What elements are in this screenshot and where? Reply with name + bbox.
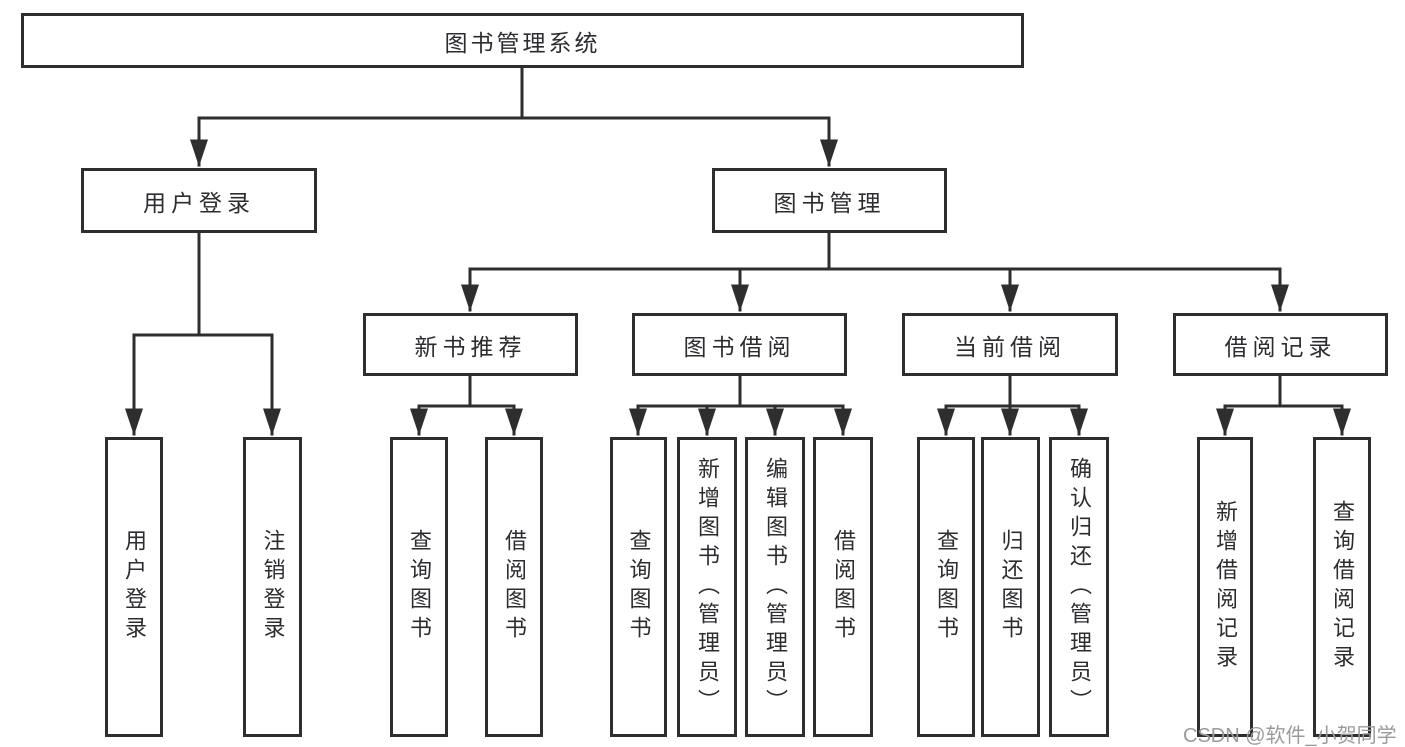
leaf-query-borrow-record-label: 查询借阅记录 [1330, 500, 1355, 674]
leaf-new-books-borrow: 借阅图书 [485, 437, 543, 737]
node-borrow-records: 借阅记录 [1173, 313, 1388, 376]
leaf-current-borrow-query-label: 查询图书 [934, 529, 959, 645]
leaf-logout-label: 注销登录 [260, 529, 286, 645]
node-book-management-label: 图书管理 [773, 189, 886, 216]
node-new-book-recommend-label: 新书推荐 [414, 333, 527, 360]
connector-book-borrow-children [629, 374, 852, 436]
leaf-add-book-admin-label: 新增图书（管理员） [695, 456, 720, 718]
leaf-new-books-query-label: 查询图书 [407, 529, 432, 645]
leaf-user-login-label: 用户登录 [122, 529, 147, 645]
node-current-borrow: 当前借阅 [902, 313, 1118, 376]
leaf-confirm-return-admin: 确认归还（管理员） [1049, 437, 1109, 737]
leaf-current-borrow-query: 查询图书 [917, 437, 975, 737]
node-book-management: 图书管理 [712, 168, 947, 233]
node-book-borrow: 图书借阅 [632, 313, 847, 376]
node-root-label: 图书管理系统 [444, 29, 601, 56]
node-current-borrow-label: 当前借阅 [954, 333, 1066, 360]
leaf-logout: 注销登录 [243, 437, 302, 737]
leaf-book-borrow-borrow-label: 借阅图书 [831, 529, 856, 645]
node-root: 图书管理系统 [21, 13, 1024, 68]
leaf-edit-book-admin: 编辑图书（管理员） [745, 437, 805, 737]
leaf-add-book-admin: 新增图书（管理员） [677, 437, 737, 737]
node-user-login-label: 用户登录 [143, 189, 255, 216]
leaf-add-borrow-record: 新增借阅记录 [1197, 437, 1253, 737]
connector-current-borrow-children [937, 374, 1088, 436]
csdn-watermark: CSDN @软件_小贺同学 [1183, 725, 1397, 747]
node-book-borrow-label: 图书借阅 [683, 333, 796, 360]
node-new-book-recommend: 新书推荐 [363, 313, 578, 376]
leaf-user-login: 用户登录 [105, 437, 163, 737]
connector-book-management-children [461, 231, 1289, 312]
node-user-login: 用户登录 [81, 168, 317, 233]
connector-new-book-recommend-children [410, 374, 523, 436]
leaf-new-books-query: 查询图书 [390, 437, 448, 737]
node-borrow-records-label: 借阅记录 [1224, 333, 1337, 360]
leaf-return-book: 归还图书 [981, 437, 1040, 737]
leaf-book-borrow-borrow: 借阅图书 [813, 437, 873, 737]
leaf-return-book-label: 归还图书 [998, 529, 1024, 645]
leaf-book-borrow-query: 查询图书 [610, 437, 667, 737]
leaf-confirm-return-admin-label: 确认归还（管理员） [1067, 456, 1092, 718]
leaf-new-books-borrow-label: 借阅图书 [502, 529, 527, 645]
connector-user-login-children [125, 231, 281, 436]
connector-borrow-records-children [1216, 374, 1351, 436]
leaf-edit-book-admin-label: 编辑图书（管理员） [763, 456, 788, 718]
leaf-query-borrow-record: 查询借阅记录 [1313, 437, 1371, 737]
leaf-add-borrow-record-label: 新增借阅记录 [1213, 500, 1238, 674]
connector-root-to-level2 [190, 66, 838, 167]
leaf-book-borrow-query-label: 查询图书 [626, 529, 652, 645]
